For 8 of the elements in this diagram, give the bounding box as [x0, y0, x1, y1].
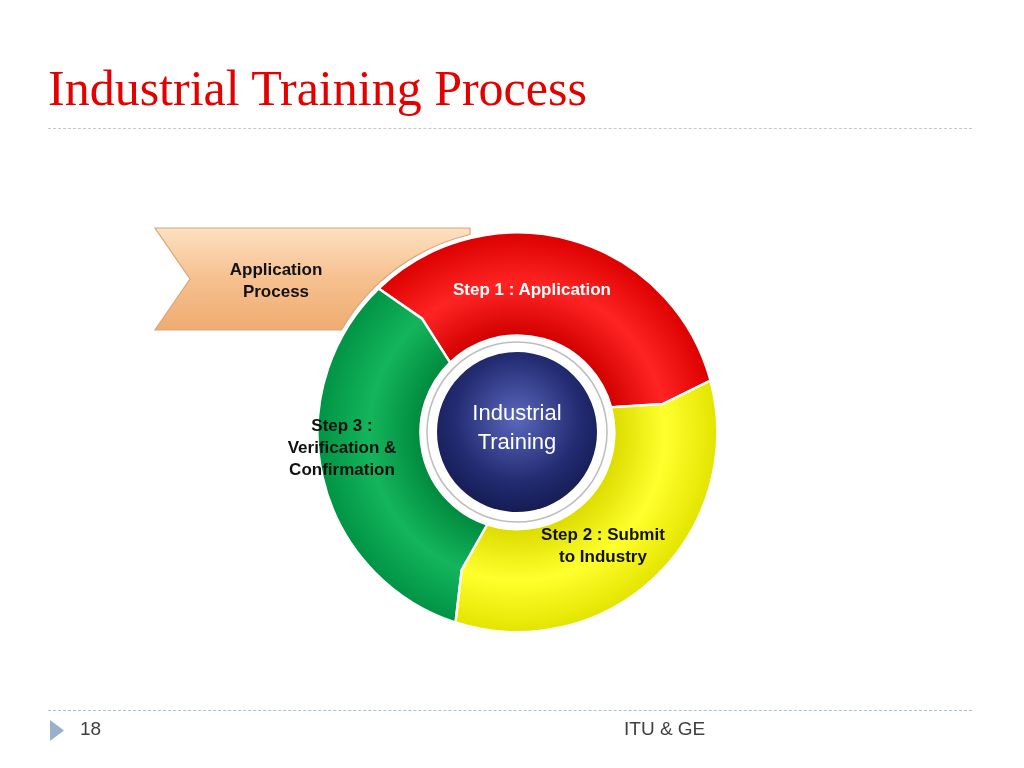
page-number: 18 [80, 717, 102, 741]
segment-label: Step 2 : Submit to Industry [540, 523, 666, 568]
footer-text: ITU & GE [624, 717, 706, 741]
segment-label: Step 1 : Application [452, 278, 612, 301]
banner-label: Application Process [229, 258, 323, 303]
center-label: Industrial Training [471, 399, 563, 456]
center-circle [426, 341, 608, 523]
ring-segment [453, 378, 719, 634]
